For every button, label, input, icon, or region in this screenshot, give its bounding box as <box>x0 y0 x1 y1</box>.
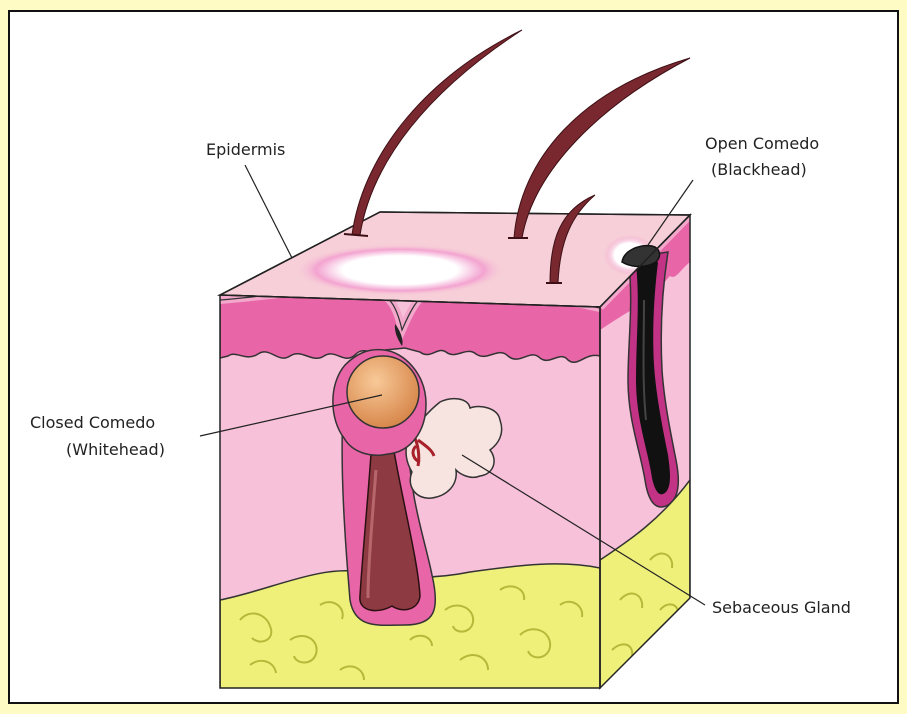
label-open-comedo: Open Comedo <box>705 134 819 153</box>
label-epidermis: Epidermis <box>206 140 285 159</box>
skin-front-face <box>220 285 600 690</box>
label-whitehead: (Whitehead) <box>66 440 165 459</box>
label-closed-comedo: Closed Comedo <box>30 413 155 432</box>
label-blackhead: (Blackhead) <box>711 160 807 179</box>
label-sebaceous-gland: Sebaceous Gland <box>712 598 851 617</box>
